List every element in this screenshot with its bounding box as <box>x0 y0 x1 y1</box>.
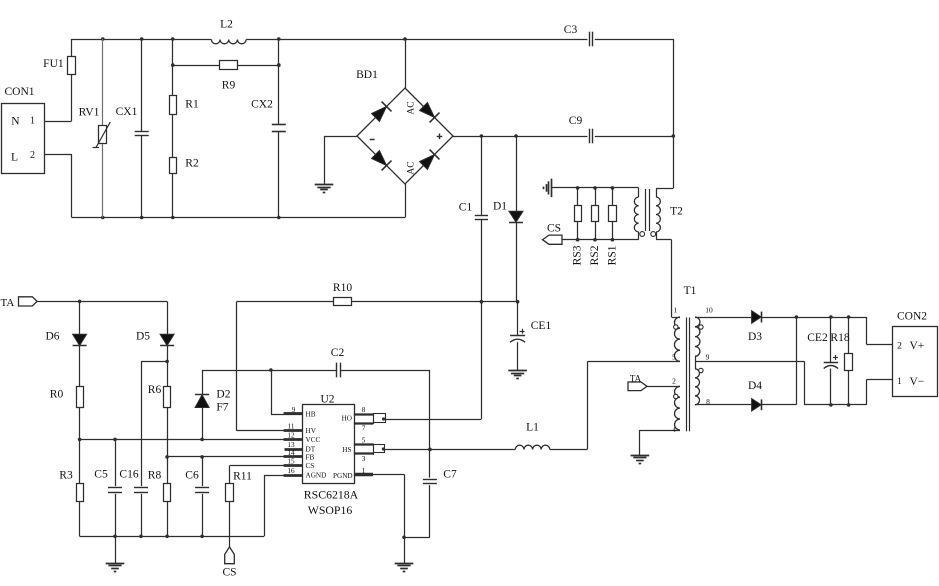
svg-text:F7: F7 <box>216 402 228 414</box>
svg-text:C7: C7 <box>443 469 457 481</box>
svg-text:14: 14 <box>287 449 295 457</box>
svg-text:L: L <box>11 152 18 164</box>
svg-text:CE1: CE1 <box>531 320 552 332</box>
svg-text:T1: T1 <box>684 285 697 297</box>
svg-text:5: 5 <box>672 353 676 362</box>
svg-text:L2: L2 <box>220 19 233 31</box>
svg-text:RS1: RS1 <box>607 245 619 265</box>
svg-text:10: 10 <box>705 306 713 315</box>
svg-text:D6: D6 <box>45 331 59 343</box>
svg-text:DT: DT <box>306 446 316 454</box>
svg-text:12: 12 <box>287 431 295 439</box>
svg-text:FB: FB <box>306 454 315 462</box>
svg-text:CS: CS <box>222 567 236 579</box>
svg-text:CE2: CE2 <box>807 332 828 344</box>
svg-text:R6: R6 <box>148 384 162 396</box>
svg-text:CON2: CON2 <box>897 311 927 323</box>
svg-text:2: 2 <box>897 342 902 352</box>
svg-text:16: 16 <box>287 467 295 475</box>
svg-text:BD1: BD1 <box>356 69 378 81</box>
svg-text:R18: R18 <box>830 332 849 344</box>
svg-text:D2: D2 <box>216 389 230 401</box>
svg-text:HO: HO <box>342 415 352 423</box>
svg-text:RS3: RS3 <box>572 245 584 265</box>
svg-text:C3: C3 <box>564 24 578 36</box>
svg-text:N: N <box>11 116 20 128</box>
svg-text:8: 8 <box>706 397 710 406</box>
svg-text:V+: V+ <box>910 340 925 352</box>
svg-text:3: 3 <box>362 455 366 463</box>
svg-text:FU1: FU1 <box>43 58 64 70</box>
svg-text:HS: HS <box>342 446 351 454</box>
svg-text:C5: C5 <box>94 469 108 481</box>
svg-text:AC: AC <box>407 101 417 114</box>
svg-text:CON1: CON1 <box>4 86 34 98</box>
svg-text:13: 13 <box>287 441 295 449</box>
svg-text:RS2: RS2 <box>589 245 601 265</box>
svg-text:D1: D1 <box>493 201 507 213</box>
svg-text:9: 9 <box>706 353 710 362</box>
svg-text:R11: R11 <box>233 471 252 483</box>
svg-text:RV1: RV1 <box>79 107 100 119</box>
svg-text:D5: D5 <box>136 331 150 343</box>
svg-text:D3: D3 <box>748 331 762 343</box>
svg-text:VCC: VCC <box>306 436 321 444</box>
svg-text:5: 5 <box>362 437 366 445</box>
svg-text:2: 2 <box>672 377 676 386</box>
svg-text:11: 11 <box>288 423 295 431</box>
svg-text:CX2: CX2 <box>251 99 273 111</box>
svg-text:CS: CS <box>306 462 315 470</box>
svg-text:8: 8 <box>362 406 366 414</box>
svg-text:1: 1 <box>30 116 35 127</box>
svg-text:R0: R0 <box>50 389 64 401</box>
svg-text:2: 2 <box>30 150 35 161</box>
svg-text:4: 4 <box>672 425 676 434</box>
svg-text:TA: TA <box>1 297 15 309</box>
svg-text:1: 1 <box>897 377 902 387</box>
svg-text:TA: TA <box>630 374 642 384</box>
svg-text:CX1: CX1 <box>116 106 138 118</box>
svg-text:7: 7 <box>362 425 366 433</box>
svg-text:15: 15 <box>287 458 295 466</box>
svg-text:R10: R10 <box>333 282 352 294</box>
svg-text:AC: AC <box>407 161 417 174</box>
svg-text:V−: V− <box>910 376 925 388</box>
svg-text:R2: R2 <box>185 158 199 170</box>
svg-text:PGND: PGND <box>333 472 353 480</box>
svg-text:R3: R3 <box>59 470 73 482</box>
svg-text:T2: T2 <box>670 206 683 218</box>
svg-text:U2: U2 <box>320 394 334 406</box>
svg-text:R9: R9 <box>222 80 236 92</box>
svg-text:C9: C9 <box>569 115 583 127</box>
svg-text:C2: C2 <box>331 347 345 359</box>
svg-text:WSOP16: WSOP16 <box>308 503 353 517</box>
svg-text:C16: C16 <box>119 469 138 481</box>
svg-text:R1: R1 <box>185 99 199 111</box>
svg-text:1: 1 <box>362 467 366 475</box>
svg-text:RSC6218A: RSC6218A <box>304 488 359 502</box>
svg-text:9: 9 <box>292 406 296 414</box>
svg-text:C6: C6 <box>185 470 199 482</box>
svg-text:R8: R8 <box>148 470 162 482</box>
svg-text:L1: L1 <box>526 422 539 434</box>
svg-text:HV: HV <box>306 427 317 435</box>
svg-text:C1: C1 <box>459 202 473 214</box>
svg-text:1: 1 <box>674 306 678 315</box>
svg-text:AGND: AGND <box>306 472 327 480</box>
svg-text:CS: CS <box>547 223 561 235</box>
svg-text:HB: HB <box>306 411 316 419</box>
svg-text:D4: D4 <box>748 380 762 392</box>
